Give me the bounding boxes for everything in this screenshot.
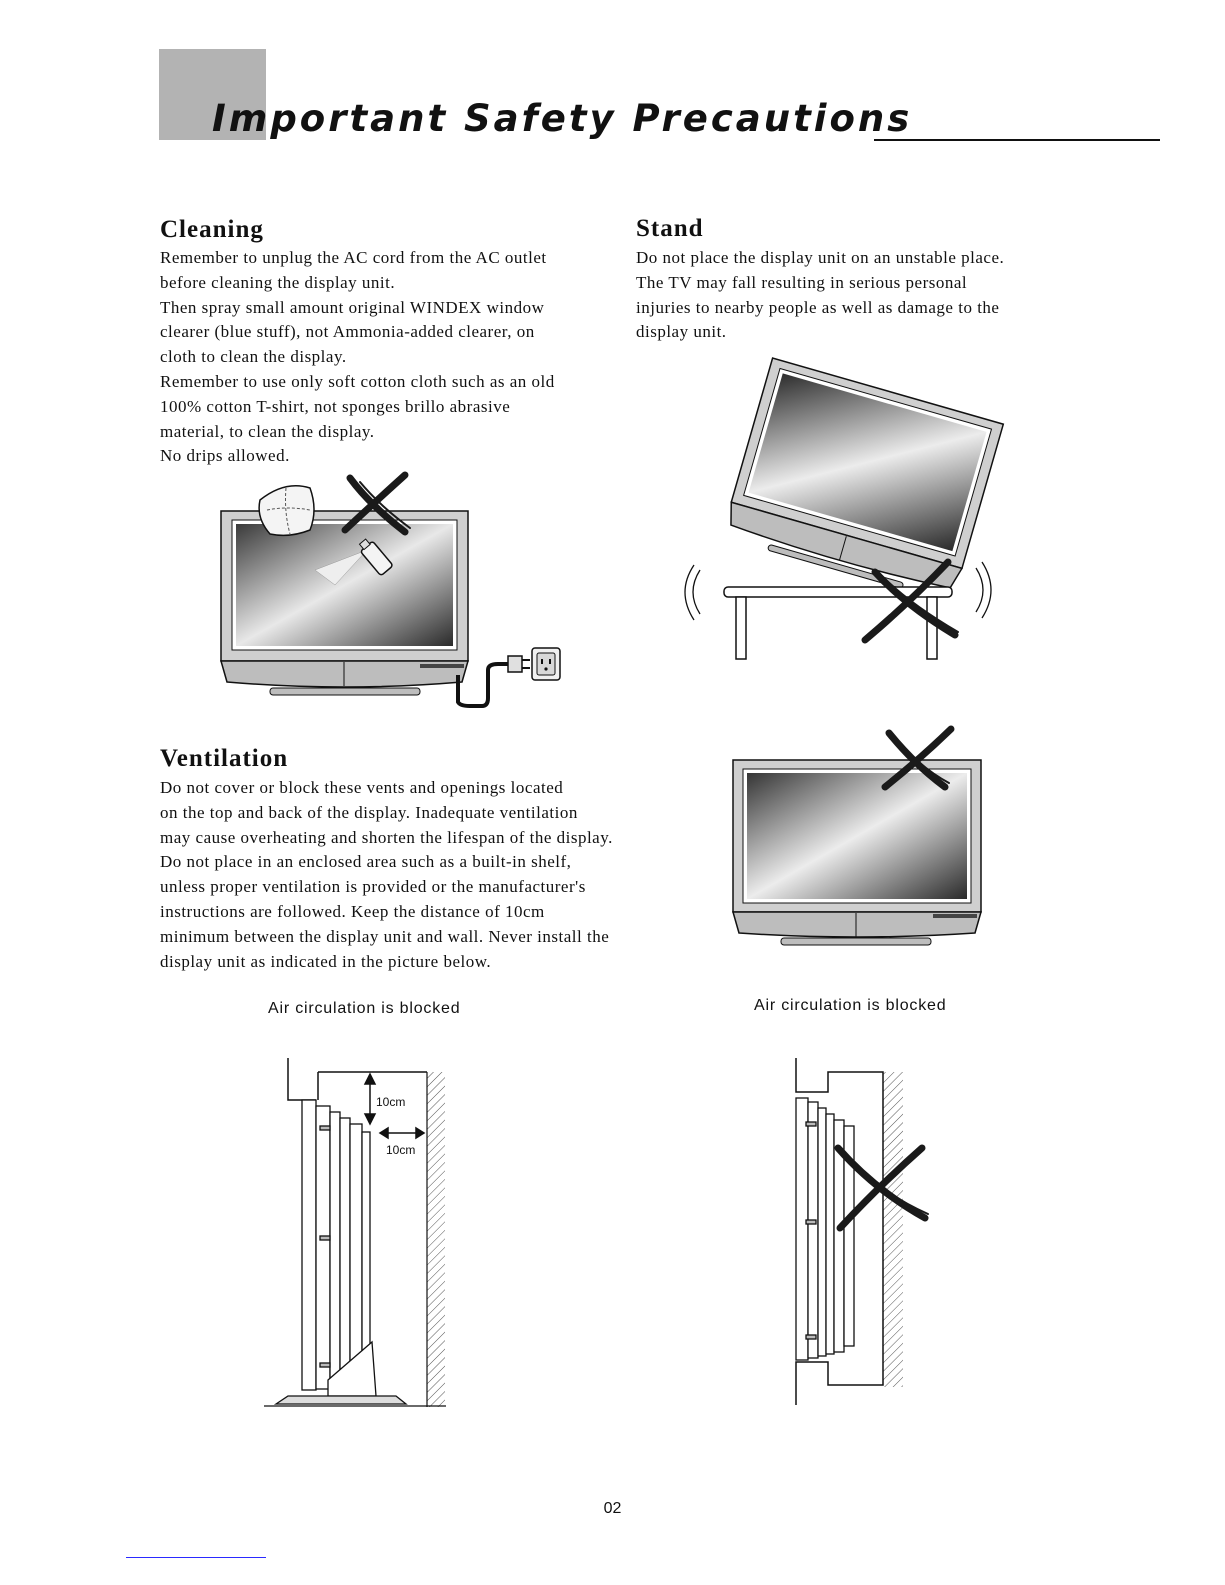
wall-icon [795, 1058, 903, 1405]
cleaning-line: clearer (blue stuff), not Ammonia-added … [160, 322, 535, 342]
ventilation-line: Do not place in an enclosed area such as… [160, 852, 572, 872]
cross-mark-icon [861, 558, 959, 644]
top-clearance-arrow [363, 1072, 377, 1126]
stand-heading: Stand [636, 215, 704, 242]
stand-line: injuries to nearby people as well as dam… [636, 297, 1000, 317]
cloth-icon [258, 485, 315, 537]
ventilation-line: unless proper ventilation is provided or… [160, 877, 586, 897]
tv-front-icon [220, 510, 469, 696]
cross-mark-icon [341, 471, 411, 536]
ventilation-line: instructions are followed. Keep the dist… [160, 901, 545, 921]
side-view-blocked-illustration [795, 1058, 929, 1405]
cleaning-line: Then spray small amount original WINDEX … [160, 297, 545, 317]
cross-mark-icon [834, 1144, 929, 1232]
tilting-tv-icon [730, 357, 1005, 589]
shake-lines-icon [684, 561, 992, 621]
power-plug-icon [507, 655, 530, 673]
ventilation-heading: Ventilation [160, 745, 289, 772]
ventilation-line: minimum between the display unit and wal… [160, 926, 610, 946]
tv-side-icon [301, 1099, 371, 1391]
cross-mark-icon [881, 725, 955, 791]
ventilation-front-illustration [732, 725, 982, 946]
header-gray-block [159, 49, 266, 140]
cleaning-illustration [220, 471, 561, 708]
cleaning-line: No drips allowed. [160, 446, 290, 466]
ventilation-text: Do not cover or block these vents and op… [160, 776, 613, 974]
ventilation-line: display unit as indicated in the picture… [160, 951, 492, 971]
side-clearance-arrow [378, 1126, 426, 1140]
tv-front-icon [732, 759, 982, 946]
ventilation-line: Do not cover or block these vents and op… [160, 778, 564, 797]
caption-right: Air circulation is blocked [754, 997, 947, 1014]
shelf-icon [287, 1058, 427, 1101]
title-rule [874, 139, 1160, 141]
cleaning-line: 100% cotton T-shirt, not sponges brillo … [160, 396, 511, 416]
wall-icon [426, 1072, 445, 1407]
tv-base-icon [264, 1340, 446, 1407]
table-icon [723, 586, 953, 660]
page-title: Important Safety Precautions [212, 97, 913, 140]
cleaning-text: Remember to unplug the AC cord from the … [160, 246, 555, 469]
spray-can-icon [314, 538, 393, 586]
stand-line: The TV may fall resulting in serious per… [636, 272, 968, 292]
stand-text: Do not place the display unit on an unst… [636, 246, 1004, 345]
cleaning-line: cloth to clean the display. [160, 347, 347, 367]
stand-line: display unit. [636, 322, 727, 342]
cleaning-heading: Cleaning [160, 216, 264, 243]
tv-side-icon [795, 1097, 855, 1361]
cleaning-line: Remember to unplug the AC cord from the … [160, 248, 547, 267]
ventilation-line: may cause overheating and shorten the li… [160, 827, 613, 847]
side-clearance-label: 10cm [386, 1143, 415, 1157]
cleaning-line: Remember to use only soft cotton cloth s… [160, 371, 555, 391]
side-view-correct-illustration: 10cm 10cm [264, 1058, 446, 1407]
wall-outlet-icon [531, 647, 561, 681]
cleaning-line: material, to clean the display. [160, 421, 375, 441]
stand-illustration [684, 357, 1005, 660]
top-clearance-label: 10cm [376, 1095, 405, 1109]
caption-left: Air circulation is blocked [268, 1000, 461, 1017]
cleaning-line: before cleaning the display unit. [160, 272, 396, 292]
ventilation-line: on the top and back of the display. Inad… [160, 802, 578, 822]
footer-link-underline [126, 1557, 266, 1558]
stand-line: Do not place the display unit on an unst… [636, 248, 1005, 267]
page-number: 02 [603, 1500, 622, 1517]
power-cord-icon [456, 662, 510, 708]
